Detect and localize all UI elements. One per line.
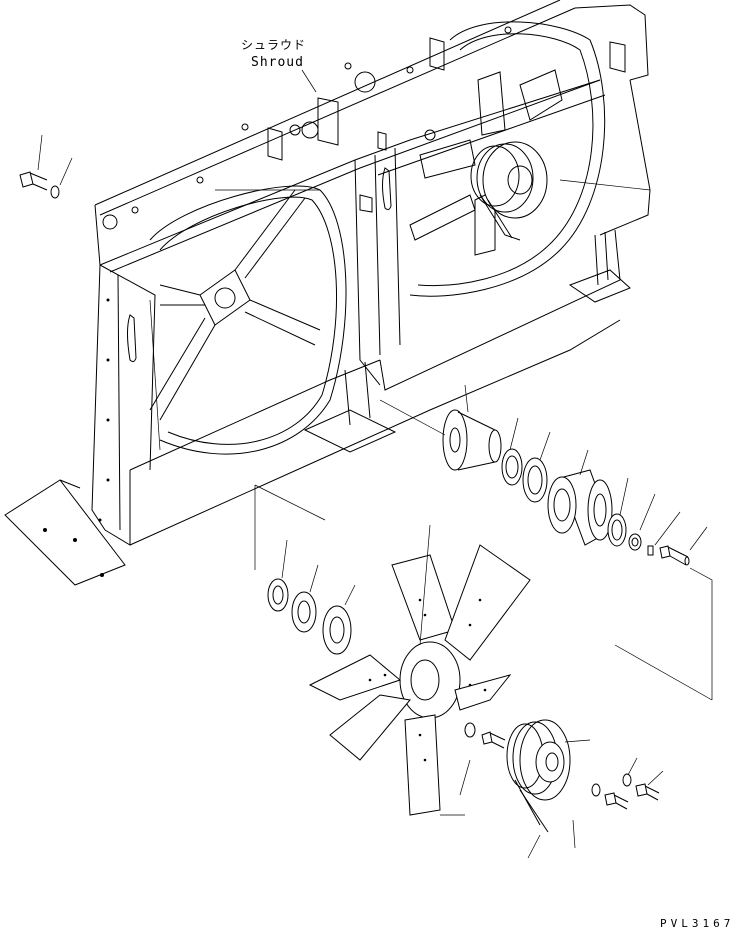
fan-blade bbox=[308, 524, 531, 816]
hub-assembly bbox=[379, 384, 713, 701]
frame-bolt-washer bbox=[19, 134, 73, 199]
shroud-label-japanese: シュラウド bbox=[241, 38, 307, 52]
right-fan-ring bbox=[409, 21, 651, 297]
shroud-label-english: Shroud bbox=[251, 55, 304, 70]
pulley-bolts bbox=[591, 757, 664, 810]
drawing-code: PVL3167 bbox=[660, 917, 731, 930]
pulley bbox=[506, 719, 591, 859]
spacer-stack bbox=[254, 484, 356, 655]
left-fan-ring bbox=[149, 185, 347, 455]
shroud-frame bbox=[4, 0, 651, 586]
fan-bolt-washer bbox=[464, 722, 506, 749]
